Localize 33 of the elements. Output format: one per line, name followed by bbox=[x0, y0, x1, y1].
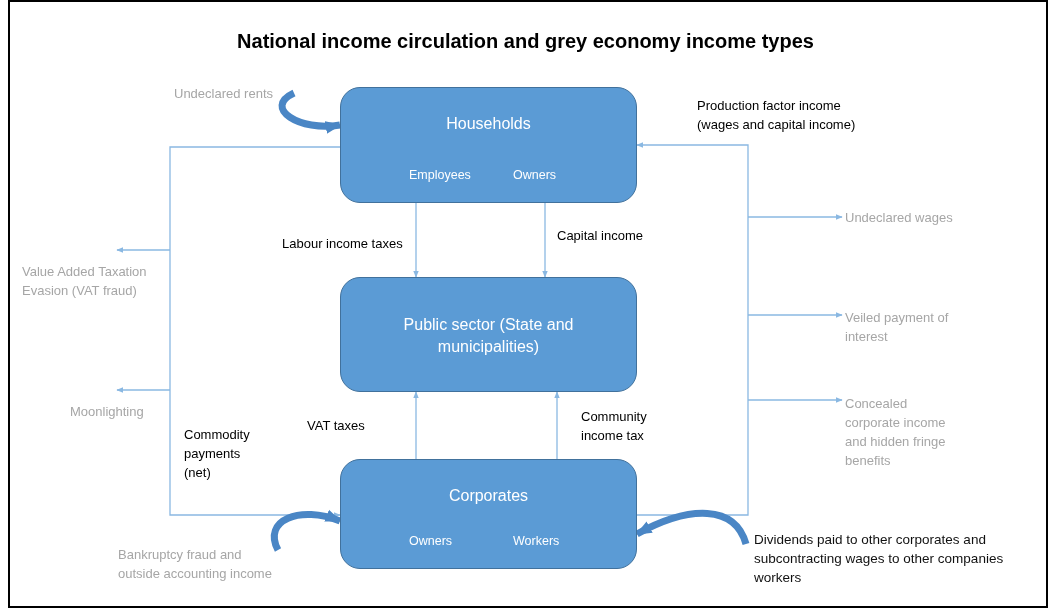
curved-block-arrow bbox=[270, 510, 342, 552]
income-type-label: Dividends paid to other corporates and subcontracting wages to other companies workers bbox=[754, 530, 1014, 587]
box-title: Corporates bbox=[447, 486, 530, 506]
flow-arrow bbox=[747, 397, 843, 403]
curved-block-arrow bbox=[635, 510, 750, 546]
flow-arrow bbox=[747, 312, 843, 318]
group-label: Owners bbox=[513, 168, 557, 182]
income-type-label: Undeclared wages bbox=[845, 208, 1005, 227]
box-title: Public sector (State and municipalities) bbox=[402, 314, 575, 357]
income-type-label: Concealed corporate income and hidden fringe benefits bbox=[845, 394, 960, 470]
sector-box bbox=[340, 459, 637, 569]
sector-box bbox=[340, 277, 637, 392]
income-type-label: Moonlighting bbox=[70, 402, 165, 421]
flow-arrow bbox=[413, 202, 419, 278]
flow-arrow bbox=[116, 247, 171, 253]
flow-arrow bbox=[169, 146, 341, 518]
group-label: Employees bbox=[409, 168, 471, 182]
income-type-label: Value Added Taxation Evasion (VAT fraud) bbox=[22, 262, 167, 300]
income-type-label: Bankruptcy fraud and outside accounting income bbox=[118, 545, 278, 583]
flow-arrow bbox=[116, 387, 171, 393]
group-label: Owners bbox=[409, 534, 453, 548]
income-type-label: Veiled payment of interest bbox=[845, 308, 950, 346]
flow-arrow bbox=[747, 214, 843, 220]
flow-arrow bbox=[542, 202, 548, 278]
flow-arrow bbox=[554, 391, 560, 460]
sector-box bbox=[340, 87, 637, 203]
diagram-title: National income circulation and grey economy income types bbox=[236, 30, 815, 53]
flow-arrow bbox=[413, 391, 419, 460]
curved-block-arrow bbox=[278, 90, 342, 133]
group-label: Workers bbox=[513, 534, 560, 548]
flow-arrow bbox=[636, 142, 749, 516]
income-type-label: Undeclared rents bbox=[174, 84, 294, 103]
box-title: Households bbox=[445, 114, 532, 134]
